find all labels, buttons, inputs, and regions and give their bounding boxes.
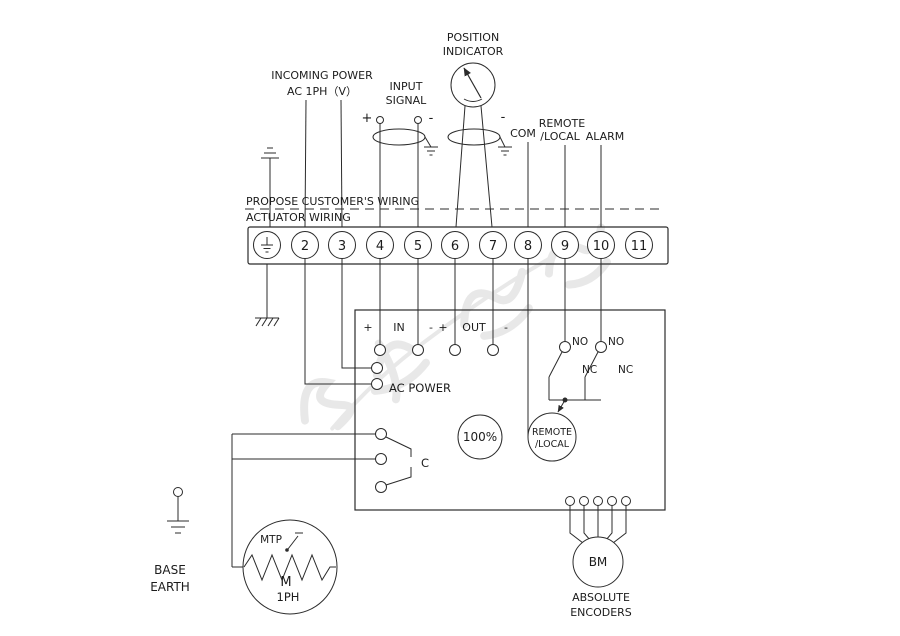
label-base: BASE [154, 563, 186, 577]
earth-glyph [261, 237, 273, 253]
out-minus-terminal [487, 344, 499, 356]
label-ac-power: AC POWER [389, 381, 451, 395]
label-local: /LOCAL [540, 130, 580, 143]
label-capacitor: C [421, 456, 429, 470]
label-earth: EARTH [150, 580, 190, 594]
label-customer-wiring: PROPOSE CUSTOMER'S WIRING [246, 195, 419, 208]
label-plus: + [363, 321, 372, 334]
label-position-indicator: INDICATOR [443, 45, 504, 58]
terminal-number: 4 [376, 239, 384, 254]
watermark [300, 223, 612, 431]
label-bm: BM [589, 555, 608, 569]
label-remote-selector: REMOTE [532, 427, 572, 438]
terminal-number: 5 [414, 239, 422, 254]
top-wires [304, 99, 602, 228]
label-alarm: ALARM [586, 130, 625, 143]
label-no: NO [572, 336, 588, 348]
motor-terminals [231, 428, 412, 568]
label-input-signal: INPUT [390, 80, 423, 93]
label-100-percent: 100% [463, 430, 497, 444]
label-mtp: MTP [260, 534, 282, 546]
label-absolute: ABSOLUTE [572, 591, 630, 604]
motor [242, 519, 338, 615]
label-input-signal: SIGNAL [386, 94, 428, 107]
terminal-number: 9 [561, 239, 569, 254]
label-position-indicator: POSITION [447, 31, 499, 44]
label-minus: - [429, 321, 433, 334]
label-plus: + [362, 111, 373, 126]
label-remote: REMOTE [539, 117, 585, 130]
label-plus: + [438, 321, 447, 334]
terminal-number: 10 [593, 239, 610, 254]
in-minus-terminal [412, 344, 424, 356]
label-no: NO [608, 336, 624, 348]
travel-dial [457, 414, 503, 460]
terminal-number: 6 [451, 239, 459, 254]
label-incoming-power: INCOMING POWER [271, 69, 373, 82]
terminal-number: 8 [524, 239, 532, 254]
bm-encoder [572, 536, 624, 588]
label-com: COM [510, 127, 536, 140]
terminal-number: 7 [489, 239, 497, 254]
remote-local-selector [527, 412, 577, 462]
label-motor-m: M [280, 575, 291, 590]
cable-shield-symbol [447, 128, 512, 156]
label-out: OUT [462, 321, 486, 334]
label-in: IN [393, 321, 404, 334]
label-actuator-wiring: ACTUATOR WIRING [246, 211, 351, 224]
ac-power-terminal [371, 378, 383, 390]
label-minus: - [501, 110, 506, 125]
label-nc: NC [618, 364, 633, 376]
ac-power-terminal [371, 362, 383, 374]
terminal-number: 2 [301, 239, 309, 254]
label-motor-1ph: 1PH [277, 590, 300, 604]
position-indicator-gauge [450, 62, 496, 108]
in-plus-terminal [374, 344, 386, 356]
terminal-number: 3 [338, 239, 346, 254]
label-minus: - [504, 321, 508, 334]
label-incoming-power-voltage: AC 1PH（V） [287, 85, 357, 98]
label-minus: - [429, 111, 434, 126]
base-earth-symbol [167, 487, 189, 534]
box-wires [304, 258, 602, 437]
cable-shield-symbol [372, 128, 438, 156]
actuator-box [354, 309, 666, 511]
earth-symbol-hatched [255, 264, 280, 327]
terminal-11 [625, 231, 653, 259]
label-encoders: ENCODERS [570, 606, 632, 619]
terminal-number: 11 [631, 239, 648, 254]
relay-contacts [548, 341, 607, 413]
earth-symbol-top [261, 147, 279, 227]
terminal-strip: 2 3 4 5 6 7 8 9 10 11 [247, 226, 669, 265]
out-plus-terminal [449, 344, 461, 356]
encoder-terminals [565, 496, 631, 544]
label-local-selector: /LOCAL [535, 439, 570, 450]
label-nc: NC [582, 364, 597, 376]
